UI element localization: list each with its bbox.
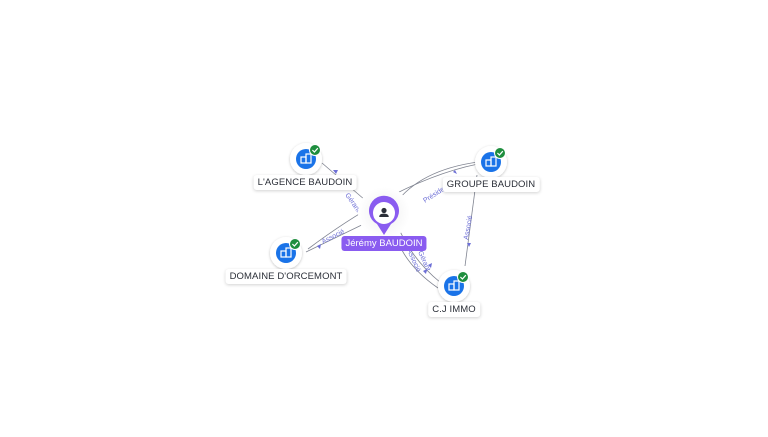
arrow-groupe bbox=[453, 170, 457, 174]
check-badge-icon bbox=[457, 271, 469, 283]
check-badge-icon bbox=[494, 147, 506, 159]
arrow-cj-a bbox=[428, 263, 432, 268]
company-label-cj[interactable]: C.J IMMO bbox=[428, 302, 480, 317]
building-icon bbox=[485, 156, 497, 167]
company-node-groupe[interactable] bbox=[475, 146, 507, 178]
check-badge-icon bbox=[289, 238, 301, 250]
building-icon bbox=[448, 280, 460, 291]
arrow-groupe-cj bbox=[467, 243, 471, 247]
arrow-cj-b bbox=[423, 269, 427, 274]
edge-center-domaine[interactable] bbox=[305, 219, 373, 253]
arrow-domaine bbox=[317, 244, 321, 249]
person-icon bbox=[379, 207, 389, 217]
company-label-agence[interactable]: L'AGENCE BAUDOIN bbox=[253, 175, 357, 190]
company-label-domaine[interactable]: DOMAINE D'ORCEMONT bbox=[225, 269, 347, 284]
building-icon bbox=[280, 247, 292, 258]
check-badge-icon bbox=[309, 144, 321, 156]
company-node-cj[interactable] bbox=[438, 270, 470, 302]
person-node[interactable] bbox=[358, 187, 410, 239]
company-node-agence[interactable] bbox=[290, 143, 322, 175]
person-label[interactable]: Jérémy BAUDOIN bbox=[341, 236, 427, 251]
edge-label-groupe-cj: Associé bbox=[463, 215, 474, 240]
company-node-domaine[interactable] bbox=[270, 237, 302, 269]
arrow-agence bbox=[333, 170, 338, 174]
building-icon bbox=[300, 153, 312, 164]
company-label-groupe[interactable]: GROUPE BAUDOIN bbox=[442, 177, 540, 192]
